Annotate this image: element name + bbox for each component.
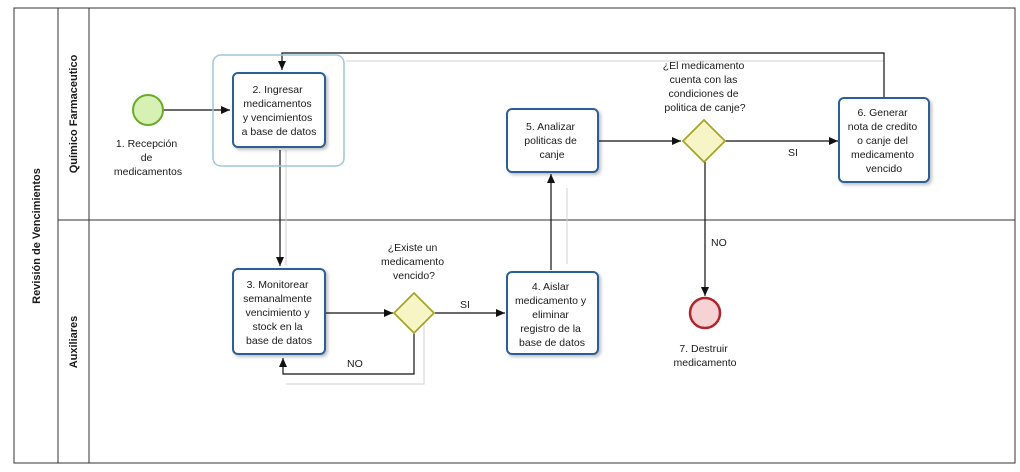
task-aislar-medicamento[interactable]: 4. Aislar medicamento y eliminar registr… — [506, 271, 599, 355]
flow-label-g1-no: NO — [347, 358, 363, 370]
gateway-politica-canje-label: ¿El medicamento cuenta con las condicion… — [663, 60, 748, 114]
sequence-flows — [163, 52, 885, 375]
flow-t6-back-to-t2 — [278, 52, 885, 97]
lane-title-quimico: Químico Farmaceutico — [68, 54, 80, 173]
gateway-politica-canje[interactable] — [681, 118, 727, 164]
task-generar-nota[interactable]: 6. Generar nota de credito o canje del m… — [838, 97, 930, 183]
pool-title: Revisión de Vencimientos — [31, 168, 43, 304]
end-event[interactable] — [688, 296, 722, 330]
task-monitorear[interactable]: 3. Monitorear semanalmente vencimiento y… — [232, 268, 326, 355]
task-aislar-label: 4. Aislar medicamento y eliminar registr… — [515, 281, 589, 349]
lane-title-auxiliares: Auxiliares — [68, 316, 80, 369]
task-ingresar-medicamentos[interactable]: 2. Ingresar medicamentos y vencimientos … — [232, 72, 326, 148]
start-event-label: 1. Recepción de medicamentos — [114, 138, 182, 178]
selection-highlight — [212, 54, 345, 167]
task-ingresar-label: 2. Ingresar medicamentos y vencimientos … — [242, 84, 317, 138]
end-event-label: 7. Destruir medicamento — [673, 343, 736, 369]
task-analizar-politicas[interactable]: 5. Analizar politicas de canje — [506, 108, 599, 173]
start-event[interactable] — [132, 94, 164, 126]
gateway-existe-vencido[interactable] — [392, 291, 436, 335]
pool: Revisión de Vencimientos Químico Farmace… — [13, 7, 1016, 464]
flow-label-g1-si: SI — [460, 299, 470, 311]
task-analizar-label: 5. Analizar politicas de canje — [524, 121, 579, 161]
flow-label-g2-no: NO — [711, 237, 727, 249]
flow-g1-no-to-t3 — [279, 333, 415, 375]
task-monitorear-label: 3. Monitorear semanalmente vencimiento y… — [243, 279, 315, 347]
gateway-existe-vencido-label: ¿Existe un medicamento vencido? — [381, 242, 447, 282]
ghost-lines — [285, 60, 884, 385]
task-generar-label: 6. Generar nota de credito o canje del m… — [848, 107, 920, 175]
flow-label-g2-si: SI — [788, 147, 798, 159]
